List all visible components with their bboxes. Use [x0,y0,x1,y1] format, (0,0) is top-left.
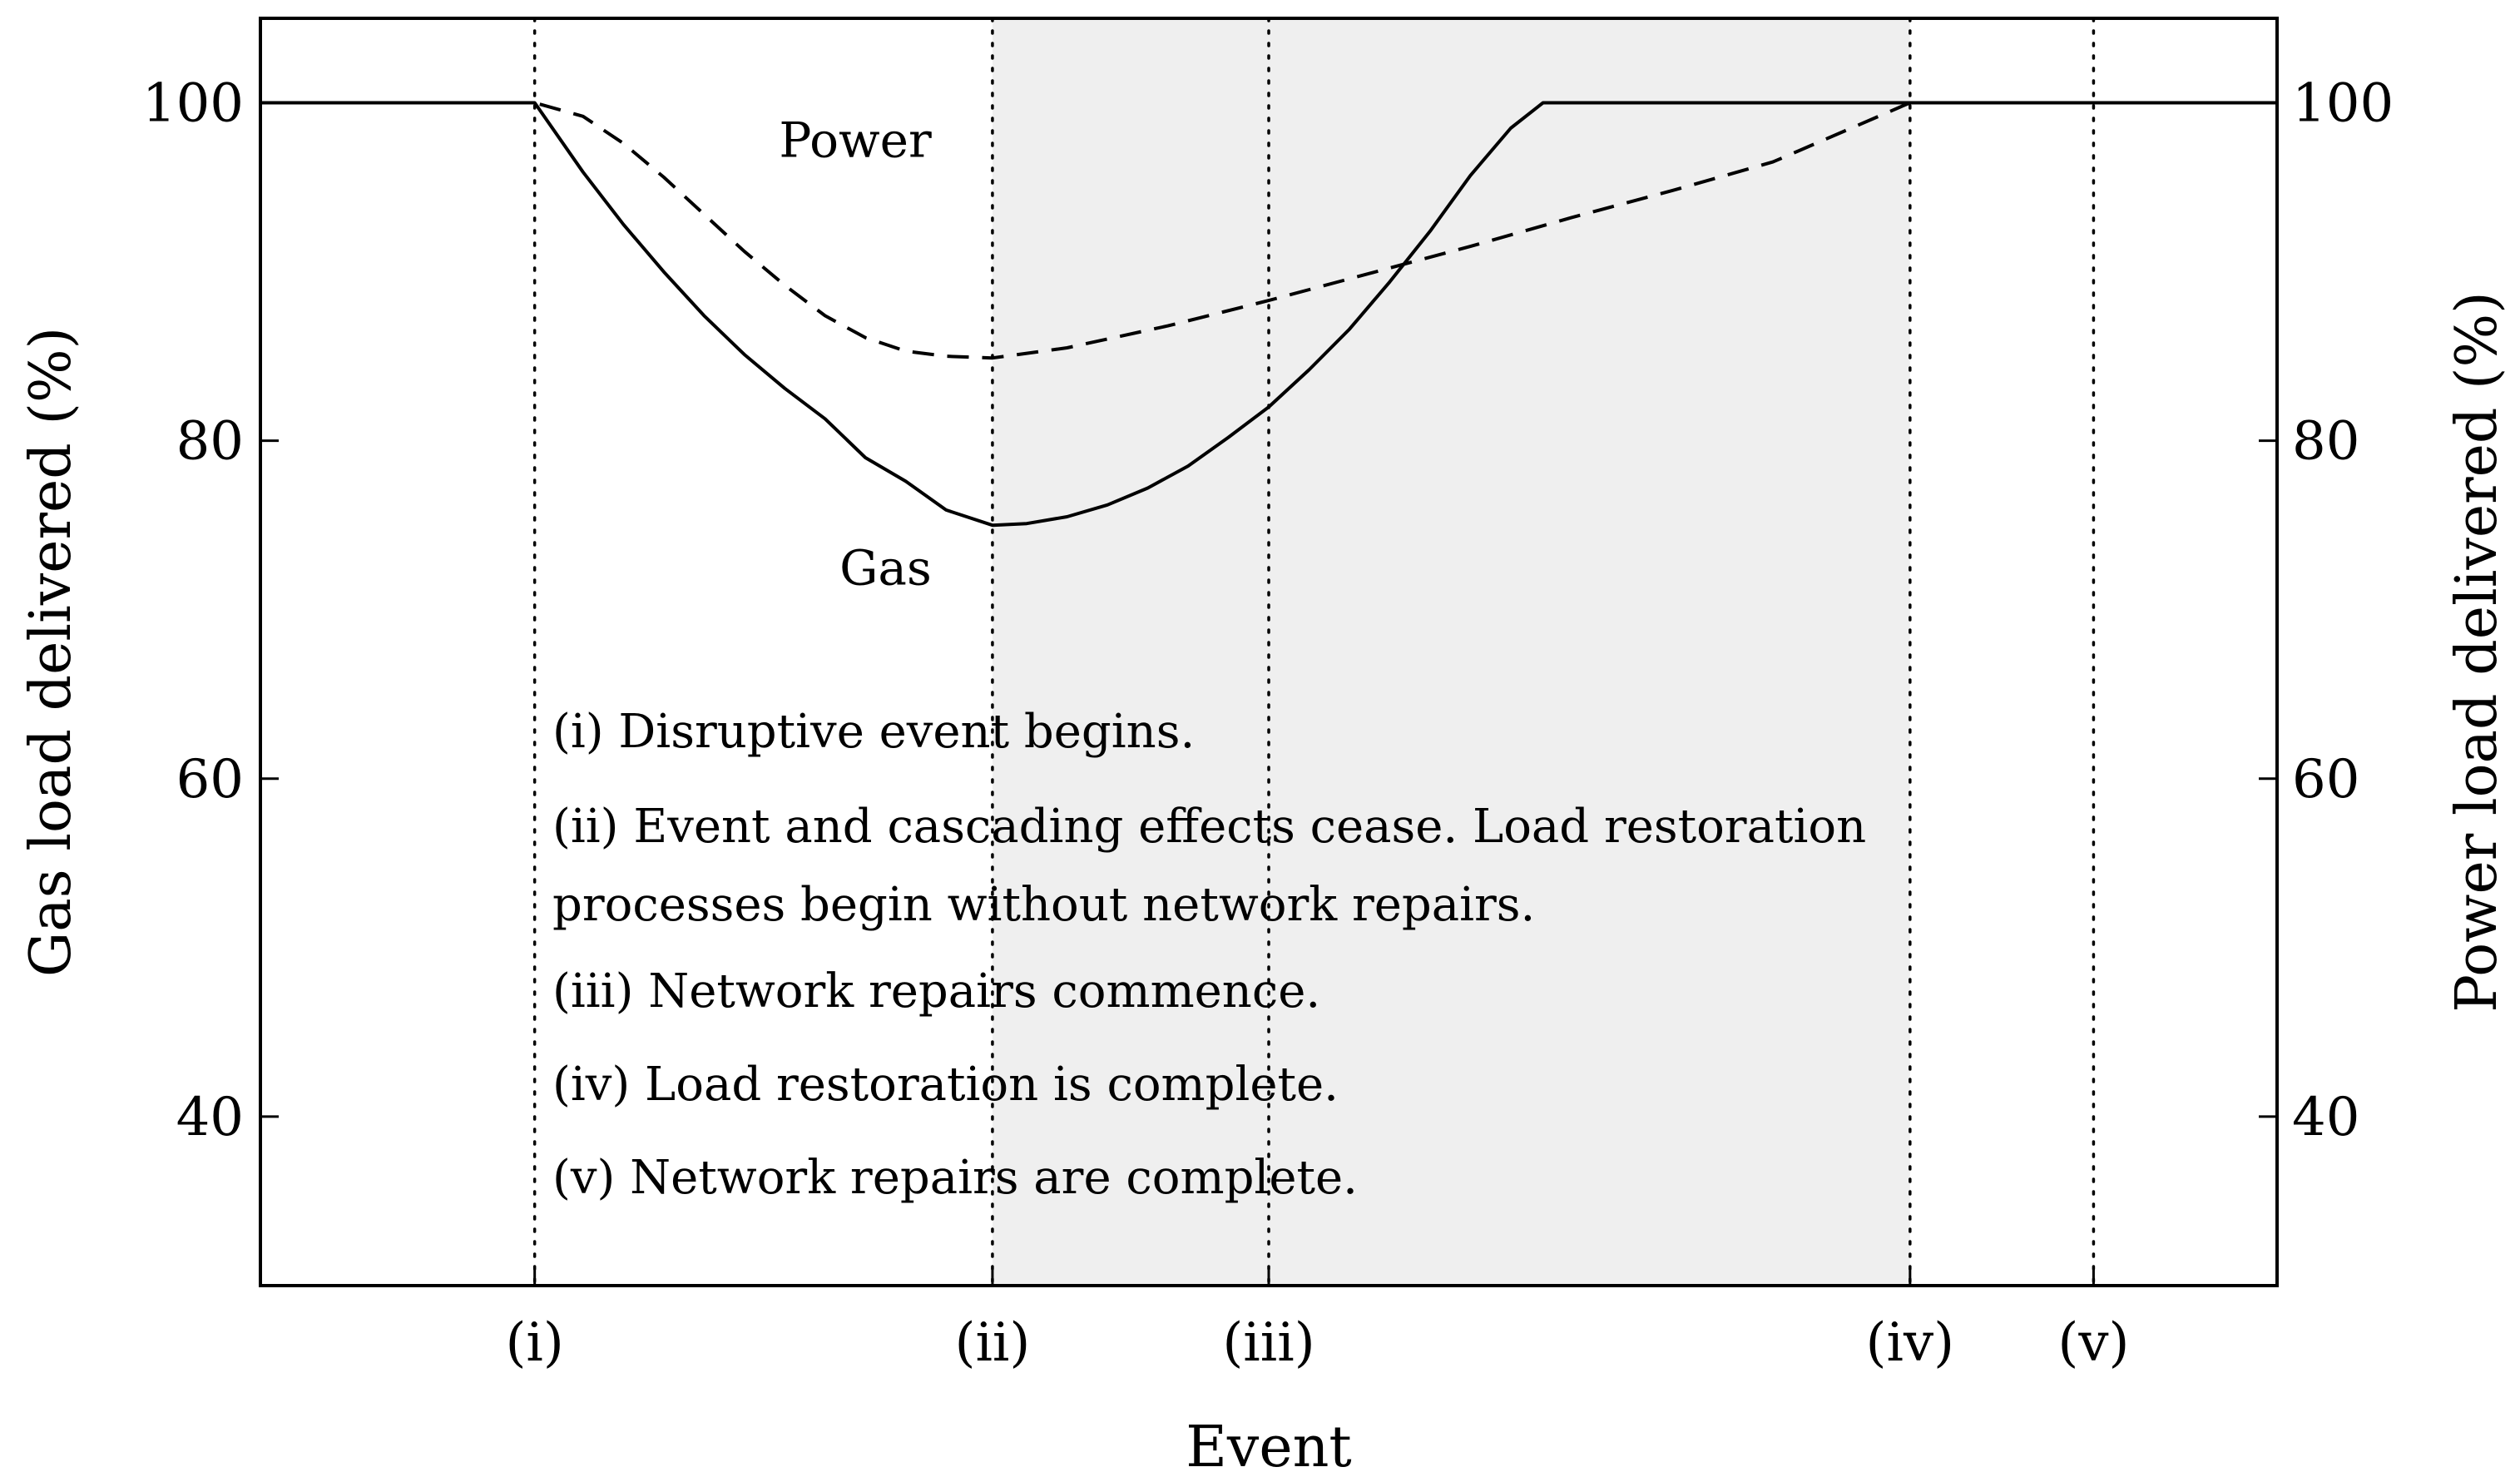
legend-note: (ii) Event and cascading effects cease. … [552,800,1866,854]
y-tick-label-right: 40 [2292,1087,2359,1148]
event-lines [532,17,2096,1287]
x-tick-label: (ii) [954,1312,1030,1374]
notes-layer: (i) Disruptive event begins. (ii) Event a… [552,705,1866,1205]
legend-note: (iv) Load restoration is complete. [552,1058,1339,1112]
x-axis-title: Event [1186,1415,1351,1477]
shaded-region-layer [992,18,1910,1286]
series-label-gas: Gas [839,539,932,596]
y-tick-label-left: 40 [176,1087,244,1148]
legend-note: processes begin without network repairs. [552,878,1535,932]
x-tick-label: (i) [505,1312,563,1374]
y-tick-label-right: 60 [2292,749,2359,810]
x-tick-label: (iii) [1222,1312,1314,1374]
series-line-gas [260,101,2277,528]
ticks-layer: (i) (ii) (iii) (iv) (v) 40 40 60 60 80 80 100 100 [142,73,2394,1374]
x-tick-label: (v) [2057,1312,2129,1374]
y-tick-label-left: 60 [176,749,244,810]
y-axis-title-left: Gas load delivered (%) [18,327,84,977]
legend-note: (iii) Network repairs commence. [552,964,1320,1019]
legend-note: (v) Network repairs are complete. [552,1151,1358,1205]
shaded-region [992,18,1910,1286]
y-axis-title-right: Power load delivered (%) [2444,291,2510,1012]
y-tick-label-right: 80 [2292,411,2359,473]
series-layer [260,101,2277,528]
series-label-power: Power [779,112,932,169]
legend-note: (i) Disruptive event begins. [552,705,1195,759]
y-tick-label-left: 80 [176,411,244,473]
y-tick-label-left: 100 [142,73,244,135]
y-tick-label-right: 100 [2292,73,2394,135]
x-tick-label: (iv) [1866,1312,1955,1374]
